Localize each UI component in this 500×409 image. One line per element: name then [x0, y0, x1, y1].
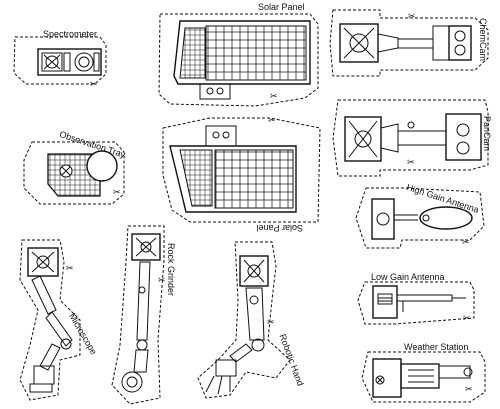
- chemcam-piece[interactable]: [329, 9, 489, 77]
- solar-panel-top-label: Solar Panel: [258, 2, 305, 12]
- scissors-icon: ✂: [268, 115, 276, 125]
- observation-tray-piece[interactable]: [23, 141, 125, 205]
- scissors-icon: ✂: [407, 157, 415, 167]
- scissors-icon: ✂: [462, 237, 470, 247]
- scissors-icon: ✂: [267, 317, 275, 327]
- robotic-hand-piece[interactable]: [197, 241, 291, 399]
- high-gain-antenna-piece[interactable]: [355, 187, 485, 249]
- low-gain-antenna-piece[interactable]: [357, 281, 475, 325]
- pancam-piece[interactable]: [332, 99, 489, 177]
- chemcam-label: ChemCam: [478, 18, 488, 62]
- rock-grinder-label: Rock Grinder: [166, 243, 176, 297]
- spectrometer-label: Spectrometer: [43, 29, 98, 39]
- weather-station-label: Weather Station: [404, 342, 469, 352]
- solar-panel-bottom-piece[interactable]: [162, 117, 321, 223]
- scissors-icon: ✂: [465, 384, 473, 394]
- pancam-label: PanCam: [482, 116, 492, 152]
- low-gain-antenna-label: Low Gain Antenna: [371, 272, 445, 282]
- scissors-icon: ✂: [113, 187, 121, 197]
- scissors-icon: ✂: [66, 263, 74, 273]
- spectrometer-piece[interactable]: [13, 36, 107, 85]
- scissors-icon: ✂: [158, 275, 166, 285]
- weather-station-piece[interactable]: [361, 351, 486, 403]
- solar-panel-top-piece[interactable]: [158, 13, 319, 107]
- microscope-piece[interactable]: [19, 239, 81, 401]
- scissors-icon: ✂: [90, 79, 98, 89]
- rock-grinder-piece[interactable]: [111, 225, 165, 405]
- scissors-icon: ✂: [270, 91, 278, 101]
- solar-panel-bottom-label: Solar Panel: [256, 223, 303, 233]
- scissors-icon: ✂: [463, 313, 471, 323]
- scissors-icon: ✂: [408, 11, 416, 21]
